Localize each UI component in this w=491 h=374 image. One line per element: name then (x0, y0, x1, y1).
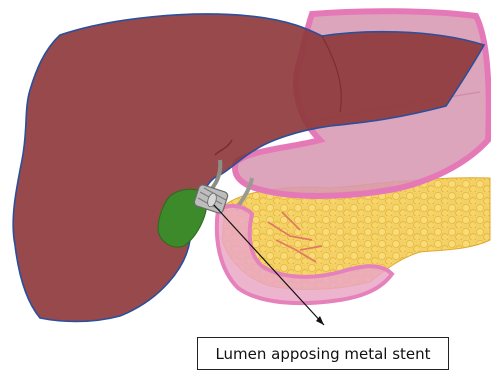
stent-label: Lumen apposing metal stent (197, 337, 449, 370)
